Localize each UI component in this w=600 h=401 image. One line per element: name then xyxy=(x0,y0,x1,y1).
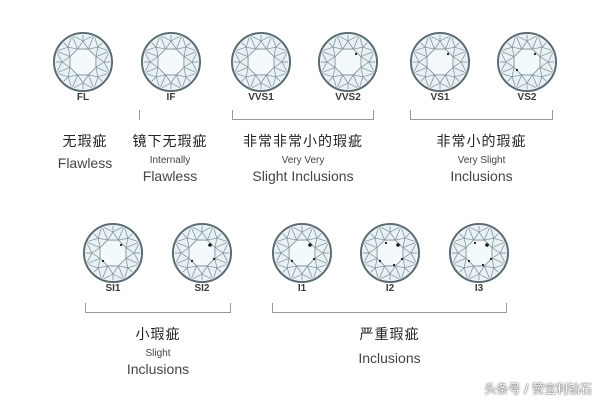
inclusion-mark xyxy=(378,259,382,263)
diamond-if-icon xyxy=(141,32,201,92)
bracket-vs xyxy=(410,110,553,120)
grade-label-si1: SI1 xyxy=(105,283,121,294)
group-vvs-en2: Slight Inclusions xyxy=(252,168,354,184)
inclusion-mark xyxy=(101,259,105,263)
bracket-fl xyxy=(55,110,110,120)
grade-label-fl: FL xyxy=(76,92,90,103)
group-if-en2: Flawless xyxy=(142,168,198,184)
diamond-i2-icon xyxy=(360,223,420,283)
group-i: 严重瑕疵 Inclusions xyxy=(272,326,507,367)
group-i-en2: Inclusions xyxy=(358,350,421,366)
inclusion-mark xyxy=(400,257,404,261)
group-fl-en: Flawless xyxy=(57,155,113,171)
inclusion-mark xyxy=(515,68,519,72)
group-si-cn: 小瑕疵 xyxy=(135,327,181,343)
inclusion-mark xyxy=(485,243,489,247)
diamond-i1-icon xyxy=(272,223,332,283)
bracket-si xyxy=(85,303,231,313)
inclusion-mark xyxy=(473,241,477,245)
group-vs-cn: 非常小的瑕疵 xyxy=(436,134,527,150)
inclusion-mark xyxy=(396,243,400,247)
inclusion-mark xyxy=(119,243,123,247)
grade-label-vs2: VS2 xyxy=(517,92,537,103)
group-vvs: 非常非常小的瑕疵 Very Very Slight Inclusions xyxy=(220,133,386,185)
group-fl: 无瑕疵 Flawless xyxy=(40,133,130,172)
inclusion-mark xyxy=(208,243,212,247)
inclusion-mark xyxy=(446,52,450,56)
inclusion-mark xyxy=(190,259,194,263)
inclusion-mark xyxy=(392,263,396,267)
inclusion-mark xyxy=(533,52,537,56)
grade-label-i2: I2 xyxy=(385,283,395,294)
group-vs-en1: Very Slight xyxy=(457,155,506,166)
diamond-vvs1-icon xyxy=(231,32,291,92)
inclusion-mark xyxy=(384,241,388,245)
inclusion-mark xyxy=(489,257,493,261)
group-si-en2: Inclusions xyxy=(126,361,190,377)
group-fl-cn: 无瑕疵 xyxy=(62,134,108,150)
group-vvs-en1: Very Very xyxy=(281,155,325,166)
bracket-i xyxy=(272,303,507,313)
group-if: 镜下无瑕疵 Internally Flawless xyxy=(118,133,222,185)
diamond-si2-icon xyxy=(172,223,232,283)
inclusion-mark xyxy=(212,257,216,261)
inclusion-mark xyxy=(308,243,312,247)
grade-label-vvs2: VVS2 xyxy=(335,92,361,103)
inclusion-mark xyxy=(467,259,471,263)
inclusion-mark xyxy=(481,263,485,267)
inclusion-mark xyxy=(312,257,316,261)
inclusion-mark xyxy=(290,259,294,263)
watermark: 头条号 / 赞宝利钻石 xyxy=(484,382,592,396)
diamond-fl-icon xyxy=(53,32,113,92)
diamond-i3-icon xyxy=(449,223,509,283)
grade-label-vs1: VS1 xyxy=(430,92,450,103)
inclusion-mark xyxy=(354,52,358,56)
bracket-vvs xyxy=(232,110,374,120)
bracket-if xyxy=(139,110,140,120)
group-si-en1: Slight xyxy=(145,348,171,359)
diamond-vs2-icon xyxy=(497,32,557,92)
group-si: 小瑕疵 Slight Inclusions xyxy=(85,326,231,378)
group-i-cn: 严重瑕疵 xyxy=(359,327,420,343)
group-if-en1: Internally xyxy=(149,155,191,166)
grade-label-if: IF xyxy=(166,92,176,103)
group-vvs-cn: 非常非常小的瑕疵 xyxy=(243,134,363,150)
group-vs-en2: Inclusions xyxy=(450,168,513,184)
diamond-vs1-icon xyxy=(410,32,470,92)
diamond-si1-icon xyxy=(83,223,143,283)
diamond-vvs2-icon xyxy=(318,32,378,92)
group-if-cn: 镜下无瑕疵 xyxy=(132,134,208,150)
grade-label-vvs1: VVS1 xyxy=(248,92,274,103)
grade-label-i1: I1 xyxy=(297,283,307,294)
grade-label-si2: SI2 xyxy=(194,283,210,294)
grade-label-i3: I3 xyxy=(474,283,484,294)
group-vs: 非常小的瑕疵 Very Slight Inclusions xyxy=(410,133,553,185)
